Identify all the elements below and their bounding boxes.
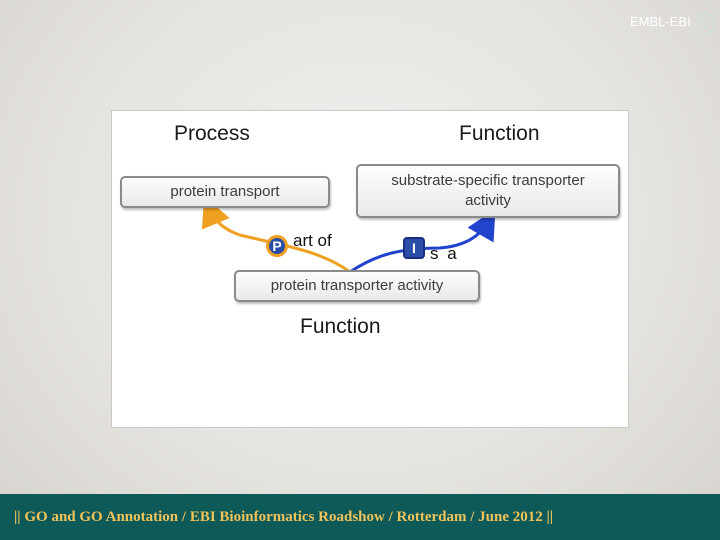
protein-transport-label: protein transport <box>170 183 280 200</box>
function-heading-bottom: Function <box>300 315 381 338</box>
protein-transporter-activity-node[interactable]: protein transporter activity <box>234 270 480 302</box>
is-a-arrow <box>349 208 496 274</box>
footer-text: || GO and GO Annotation / EBI Bioinforma… <box>14 508 554 525</box>
protein-transporter-activity-label: protein transporter activity <box>270 277 444 294</box>
embl-ebi-logo-icon <box>697 11 715 35</box>
function-heading-top: Function <box>459 122 540 145</box>
part-of-badge-icon: P <box>266 235 288 257</box>
process-heading: Process <box>174 122 250 145</box>
part-of-arrow <box>201 196 351 274</box>
protein-transport-node[interactable]: protein transport <box>120 176 330 208</box>
substrate-specific-transporter-node[interactable]: substrate-specific transporter activity <box>356 164 620 218</box>
diagram-panel <box>111 110 629 428</box>
substrate-specific-transporter-label: substrate-specific transporter activity <box>391 172 585 209</box>
part-of-label: art of <box>293 231 332 250</box>
footer-bar: || GO and GO Annotation / EBI Bioinforma… <box>0 494 720 540</box>
is-a-label: s a <box>430 244 459 263</box>
embl-ebi-logo-text: EMBL-EBI <box>630 14 691 29</box>
is-a-badge-icon: I <box>403 237 425 259</box>
